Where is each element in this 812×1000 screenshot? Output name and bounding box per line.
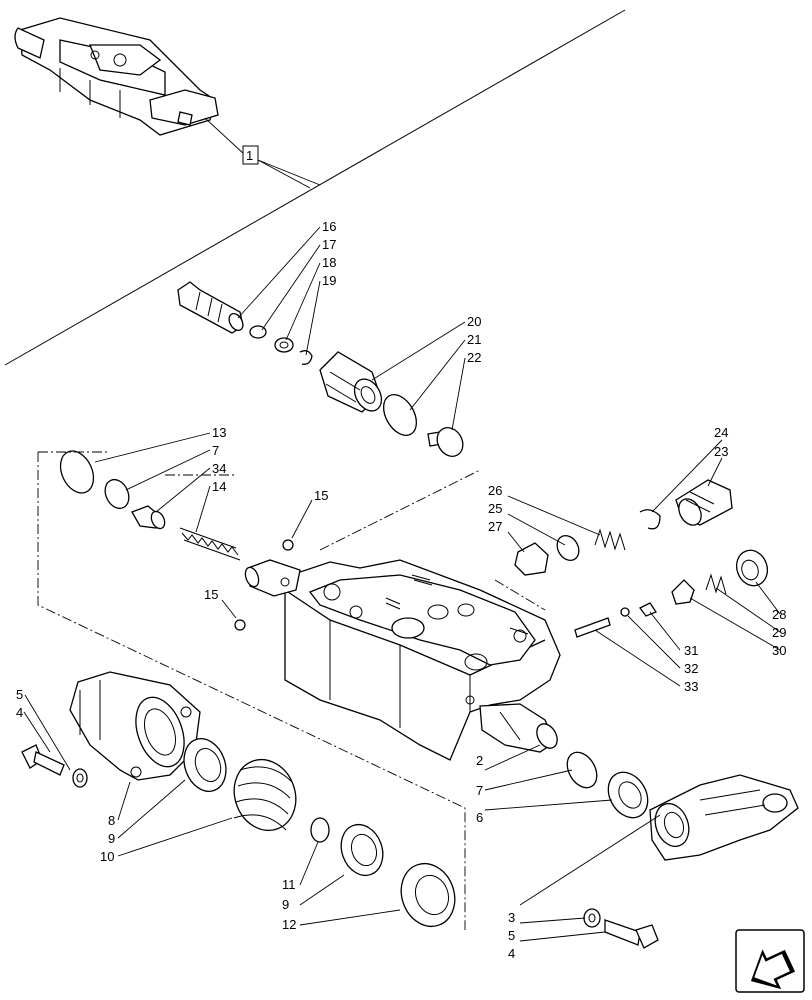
callout-15b: 15	[204, 587, 218, 602]
cap-20	[319, 351, 383, 413]
seat-30	[671, 579, 695, 605]
spring-10	[233, 758, 297, 832]
clip-19	[299, 350, 313, 365]
spool-2	[479, 703, 558, 753]
callout-25: 25	[488, 501, 502, 516]
callout-4b: 4	[508, 946, 515, 961]
callout-15a: 15	[314, 488, 328, 503]
plug-22	[427, 427, 464, 457]
next-page-arrow-icon[interactable]	[735, 929, 805, 999]
ball-15a	[282, 539, 294, 551]
callout-11: 11	[282, 877, 296, 892]
callout-29: 29	[772, 625, 786, 640]
callout-8: 8	[108, 813, 115, 828]
seal-6	[607, 771, 649, 819]
spring-26	[594, 528, 626, 551]
cover-8	[69, 671, 201, 781]
retaining-ring-17	[249, 325, 267, 339]
callout-12: 12	[282, 917, 296, 932]
check-27	[514, 542, 549, 576]
cap-28	[735, 549, 769, 587]
sleeve-23	[675, 479, 733, 526]
seat-9b	[340, 823, 384, 877]
poppet-34	[131, 505, 166, 530]
plunger-31	[639, 602, 657, 617]
bolt-4	[21, 744, 65, 776]
callout-9b: 9	[282, 897, 289, 912]
callout-1: 1	[246, 148, 253, 163]
o-ring-7	[104, 478, 130, 510]
callout-32: 32	[684, 661, 698, 676]
spring-29	[705, 573, 727, 595]
washer-5	[72, 768, 88, 788]
callout-22: 22	[467, 350, 481, 365]
pin-33	[574, 617, 611, 638]
callout-7: 7	[212, 443, 219, 458]
callout-7b: 7	[476, 783, 483, 798]
washer-18	[274, 337, 294, 353]
callout-3: 3	[508, 910, 515, 925]
callout-5b: 5	[508, 928, 515, 943]
ball-15b	[234, 619, 246, 631]
callout-labels: 1 16 17 18 19 20 21 22 13 7 34 14 15 15 …	[16, 148, 786, 961]
spool-rod-left	[244, 559, 301, 597]
callout-24: 24	[714, 425, 728, 440]
callout-23: 23	[714, 444, 728, 459]
callout-20: 20	[467, 314, 481, 329]
callout-31: 31	[684, 643, 698, 658]
ring-24	[639, 509, 661, 530]
ball-32	[620, 607, 630, 617]
spring-14	[179, 527, 241, 561]
callout-18: 18	[322, 255, 336, 270]
callout-6: 6	[476, 810, 483, 825]
ring-11	[310, 817, 330, 843]
o-ring-7b	[566, 751, 598, 789]
envelope-line	[37, 452, 466, 930]
valve-assembly-thumbnail	[14, 17, 219, 136]
o-ring-25	[556, 535, 580, 561]
callout-28: 28	[772, 607, 786, 622]
callout-19: 19	[322, 273, 336, 288]
o-ring-13	[59, 450, 95, 494]
callout-21: 21	[467, 332, 481, 347]
callout-33: 33	[684, 679, 698, 694]
callout-27: 27	[488, 519, 502, 534]
callout-16: 16	[322, 219, 336, 234]
callout-5a: 5	[16, 687, 23, 702]
callout-2: 2	[476, 753, 483, 768]
divider-line	[4, 9, 626, 366]
callout-box-1	[242, 145, 259, 165]
callout-9a: 9	[108, 831, 115, 846]
spool-end-16	[177, 281, 244, 334]
seat-9a	[183, 738, 227, 792]
bolt-4b	[604, 919, 659, 949]
lever-bracket-3	[649, 774, 799, 861]
washer-5b	[583, 908, 601, 928]
callout-26: 26	[488, 483, 502, 498]
callout-34: 34	[212, 461, 226, 476]
o-ring-21	[382, 394, 418, 436]
valve-body	[284, 559, 561, 761]
callout-14: 14	[212, 479, 226, 494]
callout-30: 30	[772, 643, 786, 658]
seal-12	[400, 862, 456, 928]
callout-4a: 4	[16, 705, 23, 720]
callout-17: 17	[322, 237, 336, 252]
callout-13: 13	[212, 425, 226, 440]
callout-10: 10	[100, 849, 114, 864]
